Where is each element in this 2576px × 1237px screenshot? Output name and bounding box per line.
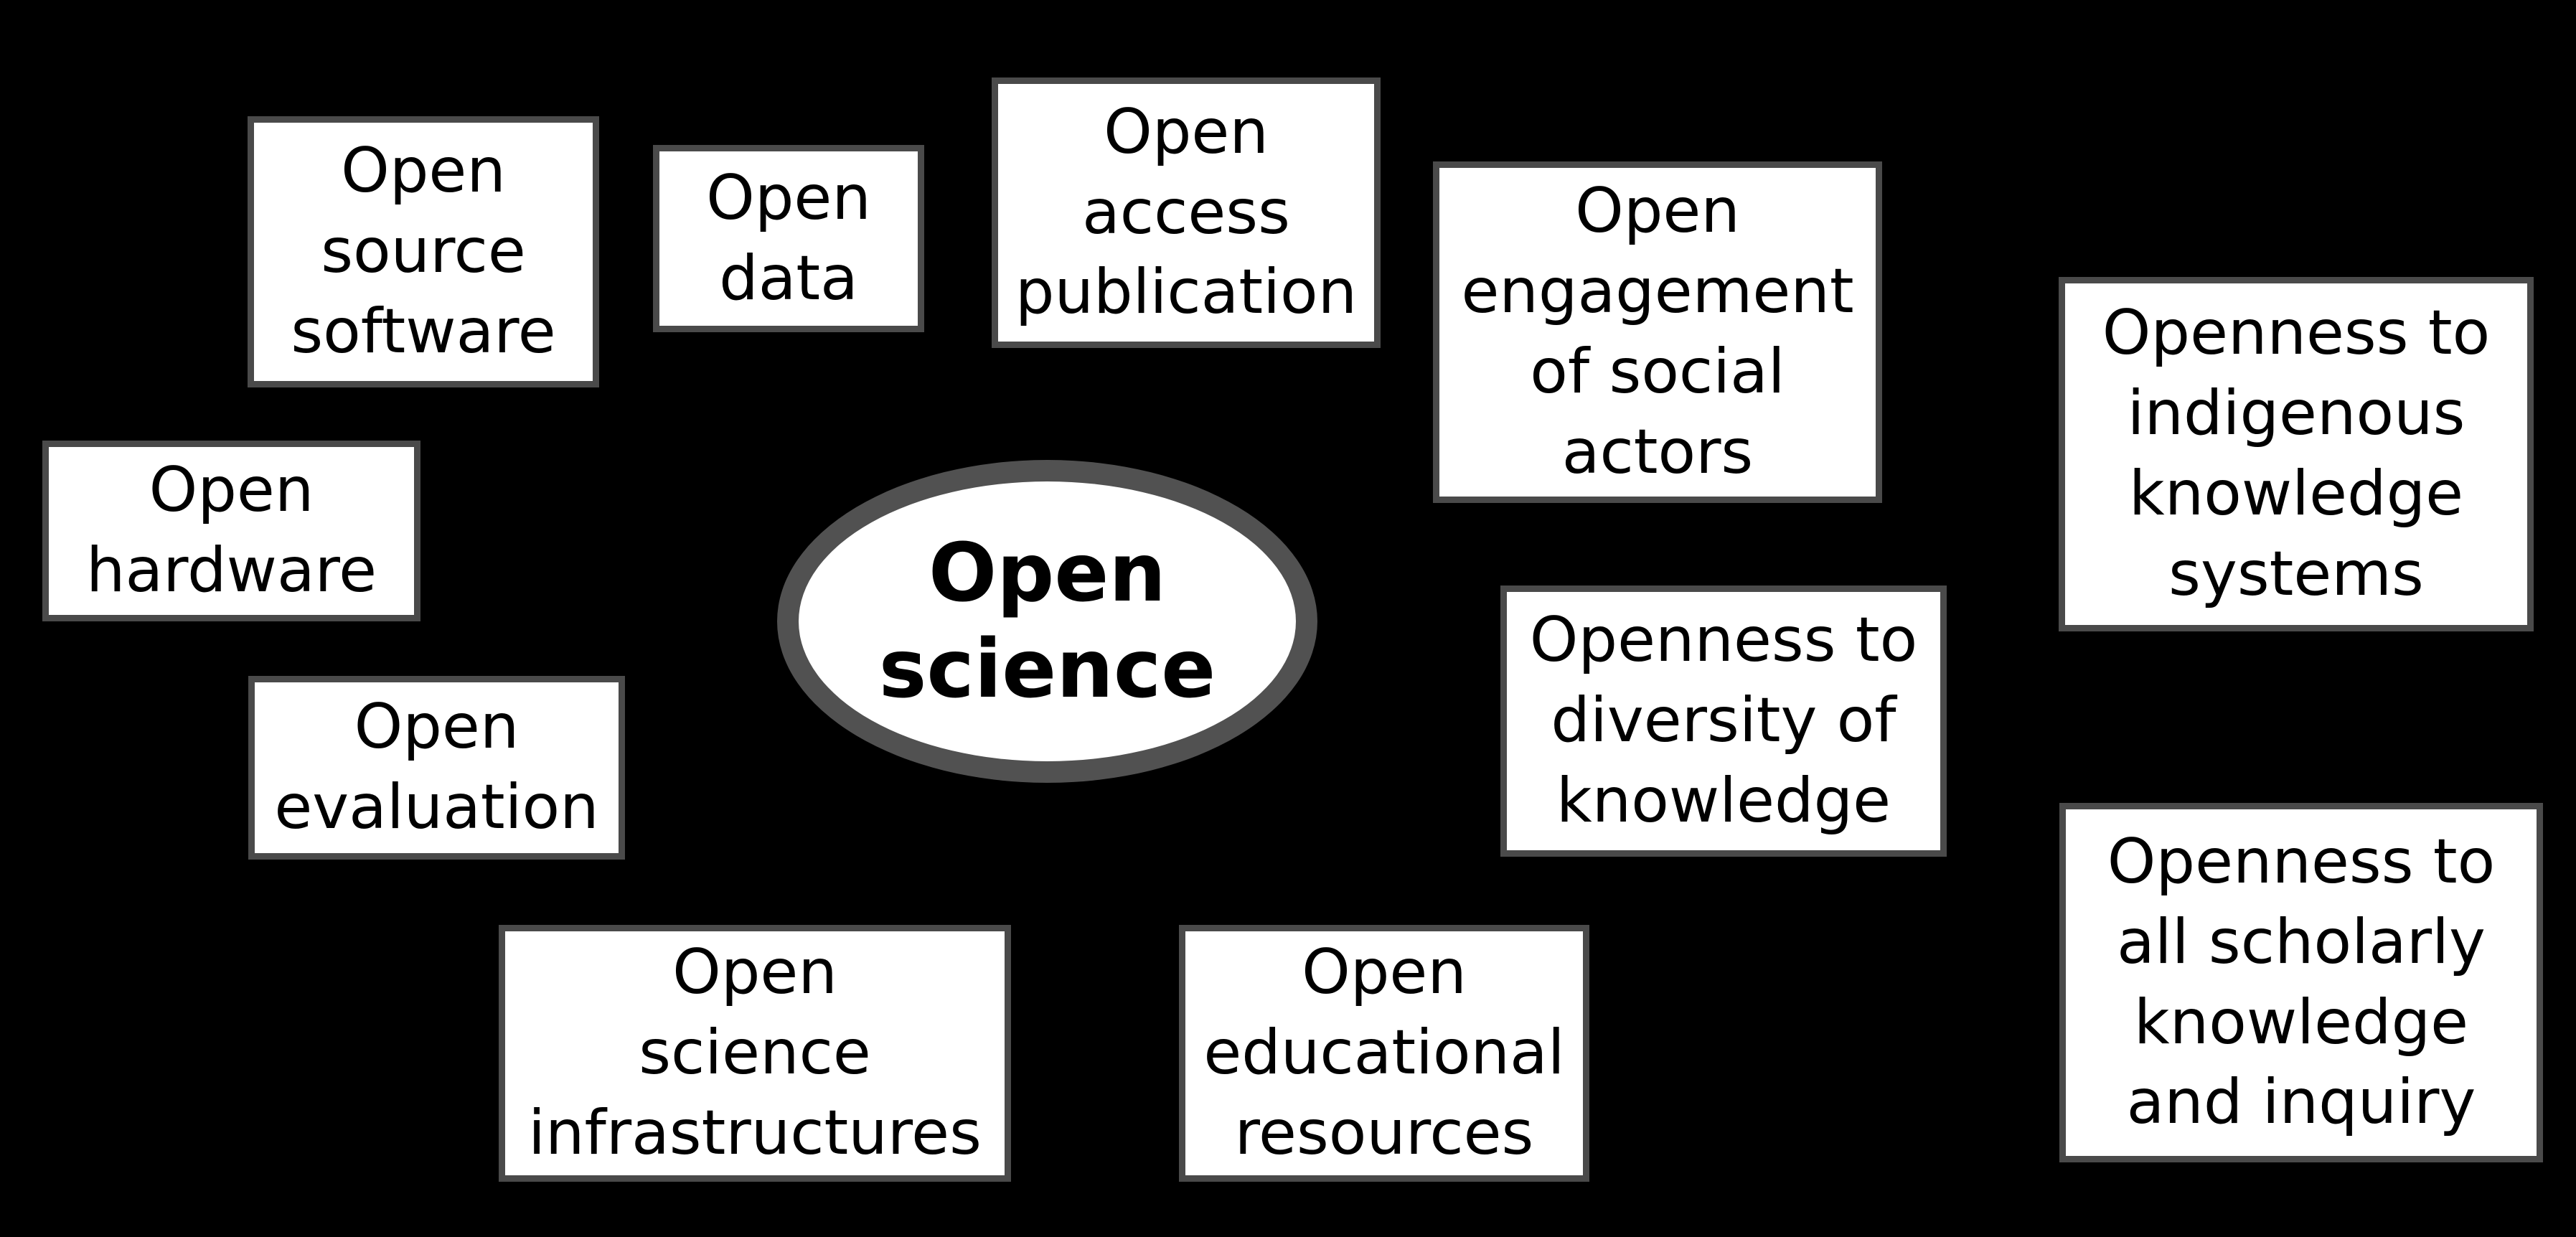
pillar-label: Open data bbox=[706, 161, 871, 314]
pillar-open-engagement-of-social-actors: Open engagement of social actors bbox=[1433, 161, 1882, 503]
pillar-open-educational-resources: Open educational resources bbox=[1179, 925, 1589, 1182]
pillar-label: Open source software bbox=[291, 135, 556, 367]
pillar-label: Open access publication bbox=[1015, 95, 1358, 329]
pillar-label: Open evaluation bbox=[274, 691, 599, 843]
pillar-label: Open hardware bbox=[85, 454, 377, 606]
pillar-open-access-publication: Open access publication bbox=[992, 77, 1381, 348]
pillar-open-science-infrastructures: Open science infrastructures bbox=[499, 925, 1011, 1182]
pillar-open-hardware: Open hardware bbox=[42, 441, 420, 621]
pillar-label: Open science infrastructures bbox=[528, 936, 982, 1169]
pillar-label: Openness to diversity of knowledge bbox=[1529, 604, 1918, 837]
pillar-label: Openness to indigenous knowledge systems bbox=[2102, 297, 2491, 610]
pillar-open-data: Open data bbox=[653, 145, 924, 332]
pillar-openness-to-diversity-of-knowledge: Openness to diversity of knowledge bbox=[1500, 585, 1947, 857]
pillar-label: Open engagement of social actors bbox=[1461, 175, 1854, 488]
pillar-openness-to-indigenous-knowledge-systems: Openness to indigenous knowledge systems bbox=[2059, 277, 2534, 631]
pillar-openness-to-all-scholarly-knowledge-and-inquiry: Openness to all scholarly knowledge and … bbox=[2059, 803, 2543, 1162]
pillar-open-source-software: Open source software bbox=[248, 116, 599, 387]
pillar-label: Openness to all scholarly knowledge and … bbox=[2107, 825, 2496, 1139]
open-science-center-ellipse: Open science bbox=[777, 460, 1317, 783]
pillar-open-evaluation: Open evaluation bbox=[248, 676, 625, 860]
pillar-label: Open educational resources bbox=[1203, 936, 1565, 1169]
center-label: Open science bbox=[878, 526, 1216, 716]
